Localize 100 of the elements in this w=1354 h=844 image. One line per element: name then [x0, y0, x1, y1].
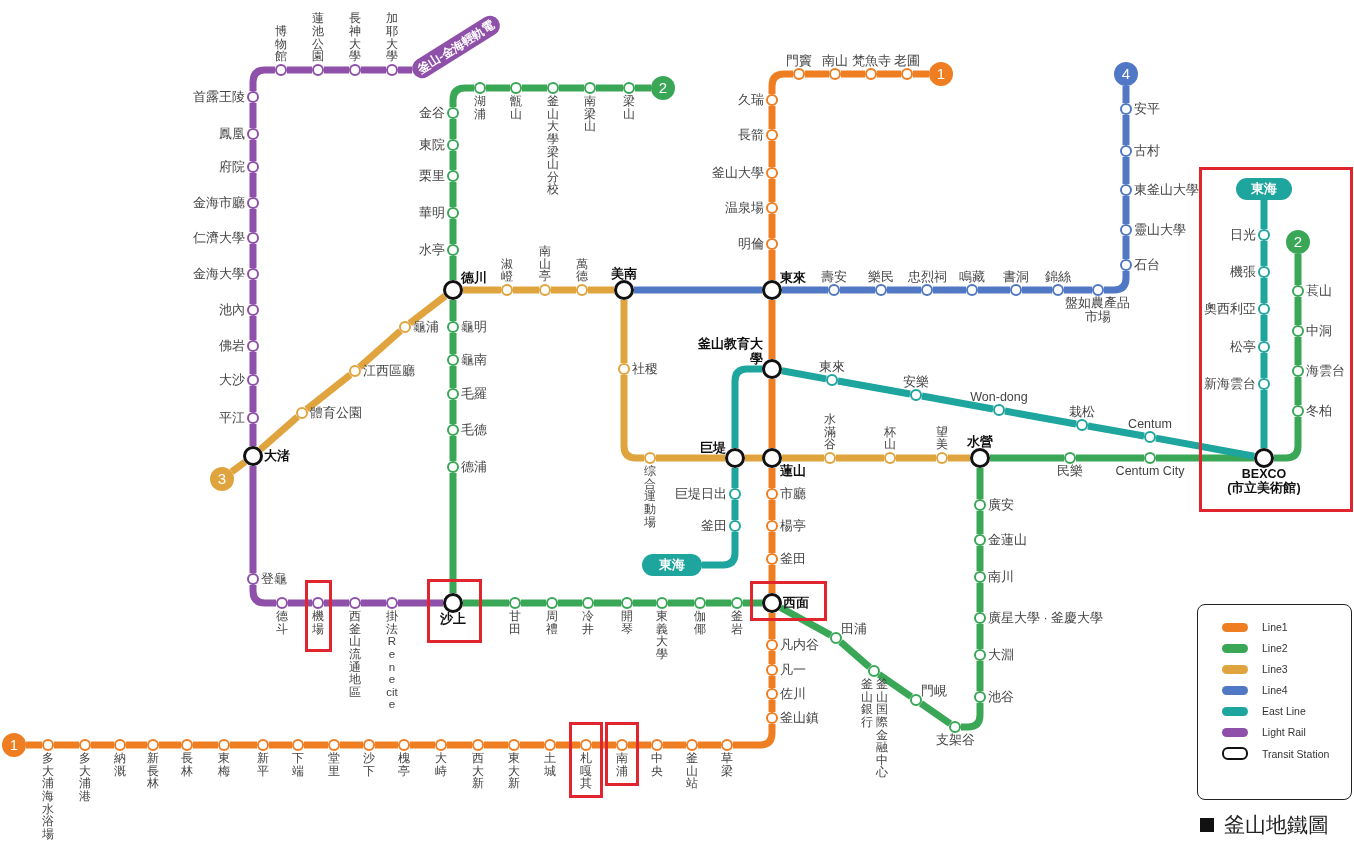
station-name: 栽松: [1069, 404, 1095, 419]
track-line: [1155, 434, 1255, 460]
station-name: 平江: [219, 410, 245, 426]
station-name: 金海市廳: [193, 195, 245, 211]
station-name: 沙上: [440, 612, 466, 627]
track-line: [1260, 241, 1268, 266]
station-name: 凡内谷: [780, 637, 819, 653]
track-line: [876, 671, 914, 700]
station-name: 安樂: [903, 374, 929, 389]
station-name: 廣安: [988, 497, 1014, 513]
track-line: [990, 454, 1064, 462]
station-name: 釜田: [780, 551, 806, 567]
track-line: [731, 468, 739, 488]
track-line: [706, 599, 731, 607]
track-line: [230, 741, 257, 749]
track-line: [463, 286, 501, 294]
track-line: [1076, 454, 1144, 462]
track-line: [398, 599, 443, 607]
station-name: 栗里: [419, 168, 445, 184]
station-name: 廣星大學 · 釜慶大學: [988, 610, 1104, 626]
station-name: 書洞: [1003, 269, 1029, 284]
station-name: 釜山国際金融中心: [875, 678, 887, 780]
track-line: [26, 741, 42, 749]
station-name: 德浦: [461, 459, 487, 475]
station-name: 加耶大學: [386, 12, 398, 63]
station-name: 美南: [611, 266, 637, 281]
track-line: [1260, 278, 1268, 303]
station-name: 新海雲台: [1204, 376, 1256, 392]
line-badge: 1: [929, 62, 953, 86]
station-name: 釜山大學: [712, 165, 764, 181]
station-name: 江西區廳: [363, 363, 415, 379]
track-line: [361, 599, 386, 607]
track-line: [258, 414, 300, 453]
map-title: 釜山地鐵圖: [1224, 812, 1329, 838]
track-line: [976, 624, 984, 649]
station-name: 多大浦港: [79, 752, 91, 803]
track-line: [449, 333, 457, 354]
track-line: [249, 352, 257, 374]
station-name: 毛羅: [461, 386, 487, 402]
station-name: 南浦: [616, 752, 628, 778]
station-name: 下端: [292, 752, 304, 778]
track-line: [588, 286, 614, 294]
track-line: [620, 375, 644, 462]
station-name: 老圃: [894, 53, 920, 68]
station-name: 掛法Renecite: [386, 610, 398, 712]
station-name: 金谷: [419, 105, 445, 121]
station-name: 龜南: [461, 352, 487, 368]
track-line: [410, 741, 435, 749]
track-line: [449, 119, 457, 139]
station-name: 登龜: [261, 571, 287, 587]
station-name: 釜山站: [686, 752, 698, 790]
track-line: [558, 599, 582, 607]
track-line: [768, 700, 776, 712]
line-terminus-tag: 東海: [642, 554, 702, 576]
station-name: 金海大學: [193, 266, 245, 282]
station-name: 中洞: [1306, 323, 1332, 339]
track-line: [249, 173, 257, 197]
highlight-frame: [605, 722, 639, 786]
track-line: [841, 70, 865, 78]
track-line: [745, 454, 762, 462]
track-line: [249, 424, 257, 446]
track-line: [918, 700, 953, 727]
station-name: 湖浦: [474, 95, 486, 121]
track-line: [1294, 377, 1302, 405]
station-name: 淑嶝: [501, 257, 513, 283]
track-line: [324, 599, 349, 607]
station-name: 日光: [1230, 227, 1256, 243]
station-name: 首露王陵: [193, 89, 245, 105]
track-line: [287, 66, 312, 74]
track-line: [594, 599, 621, 607]
line-terminus-tag: 東海: [1236, 178, 1292, 200]
station-name: 社稷: [632, 361, 658, 377]
track-line: [782, 286, 828, 294]
station-name: 釜岩: [731, 610, 743, 636]
track-line: [840, 286, 875, 294]
track-line: [449, 473, 457, 593]
station-name: 周禮: [546, 610, 558, 636]
station-name: 甘田: [509, 610, 521, 636]
station-name: 鳳凰: [219, 126, 245, 142]
station-name: 博物館: [275, 25, 287, 63]
track-line: [249, 316, 257, 340]
station-name: Centum City: [1115, 464, 1185, 479]
station-name: 札嘎其: [580, 752, 592, 790]
station-name: 土城: [544, 752, 556, 778]
station-name: 錦絲: [1045, 269, 1071, 284]
station-name: 南川: [988, 569, 1014, 585]
station-name: 松亭: [1230, 339, 1256, 355]
track-line: [635, 84, 651, 92]
track-line: [877, 70, 901, 78]
station-name: 仁濟大學: [193, 230, 245, 246]
station-name: 池谷: [988, 689, 1014, 705]
station-name: 梁山: [623, 95, 635, 121]
track-line: [449, 84, 474, 107]
station-name: 奧西利亞: [1204, 301, 1256, 317]
track-line: [620, 300, 628, 363]
station-name: 安平: [1134, 101, 1160, 117]
track-line: [634, 286, 762, 294]
track-line: [304, 371, 353, 413]
station-name: 巨堤: [700, 440, 726, 455]
station-name: 海雲台: [1306, 363, 1345, 379]
